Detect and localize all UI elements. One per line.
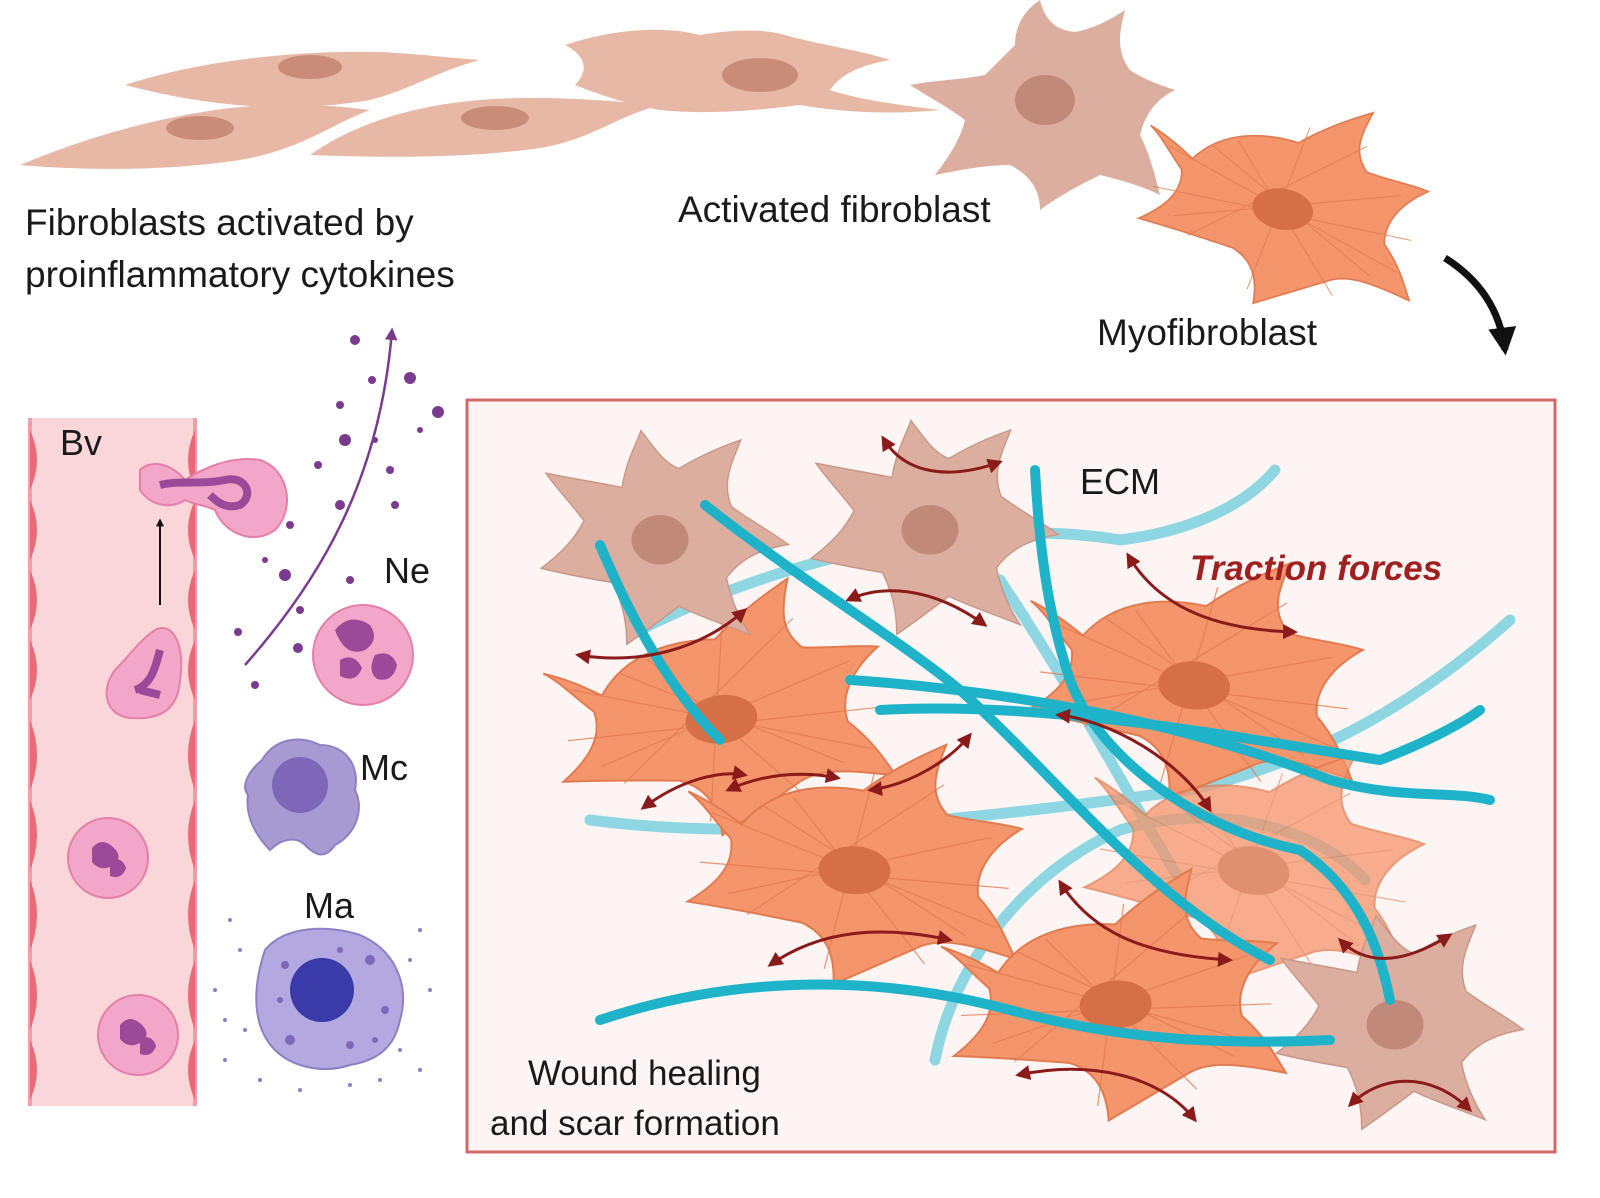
cytokine-arrow (244, 327, 398, 666)
mast-cell (213, 918, 432, 1092)
wound-label-backdrop (480, 1058, 855, 1148)
traction-forces-label: Traction forces (1190, 549, 1442, 588)
mast-cell-label: Ma (304, 885, 355, 926)
ecm-label: ECM (1080, 461, 1160, 502)
wound-label-line2: and scar formation (490, 1104, 780, 1143)
fibroblast-cell (125, 51, 480, 108)
wound-label-line1: Wound healing (528, 1054, 761, 1093)
traction-arrows (575, 435, 1473, 1123)
activated-fibroblast-cell (910, 0, 1175, 210)
cytokine-dots (234, 335, 444, 689)
fibroblasts-label-line2: proinflammatory cytokines (25, 254, 455, 295)
fibroblast-row (20, 0, 1441, 331)
fibroblast-cell (310, 97, 660, 157)
neutrophil-label: Ne (384, 550, 430, 591)
fibroblast-cell (20, 104, 370, 169)
blood-vessel-label: Bv (60, 422, 102, 463)
monocyte-cell (244, 738, 360, 856)
blood-vessel (28, 418, 288, 1106)
myofibroblast-label: Myofibroblast (1097, 312, 1318, 353)
myofibroblast-cell (1122, 74, 1441, 331)
monocyte-label: Mc (360, 747, 408, 788)
progression-arrow (1443, 255, 1517, 356)
fibroblast-cell (565, 29, 940, 113)
fibroblasts-label-line1: Fibroblasts activated by (25, 202, 414, 243)
neutrophil-cell (312, 604, 414, 706)
activated-fibroblast-label: Activated fibroblast (678, 189, 991, 230)
